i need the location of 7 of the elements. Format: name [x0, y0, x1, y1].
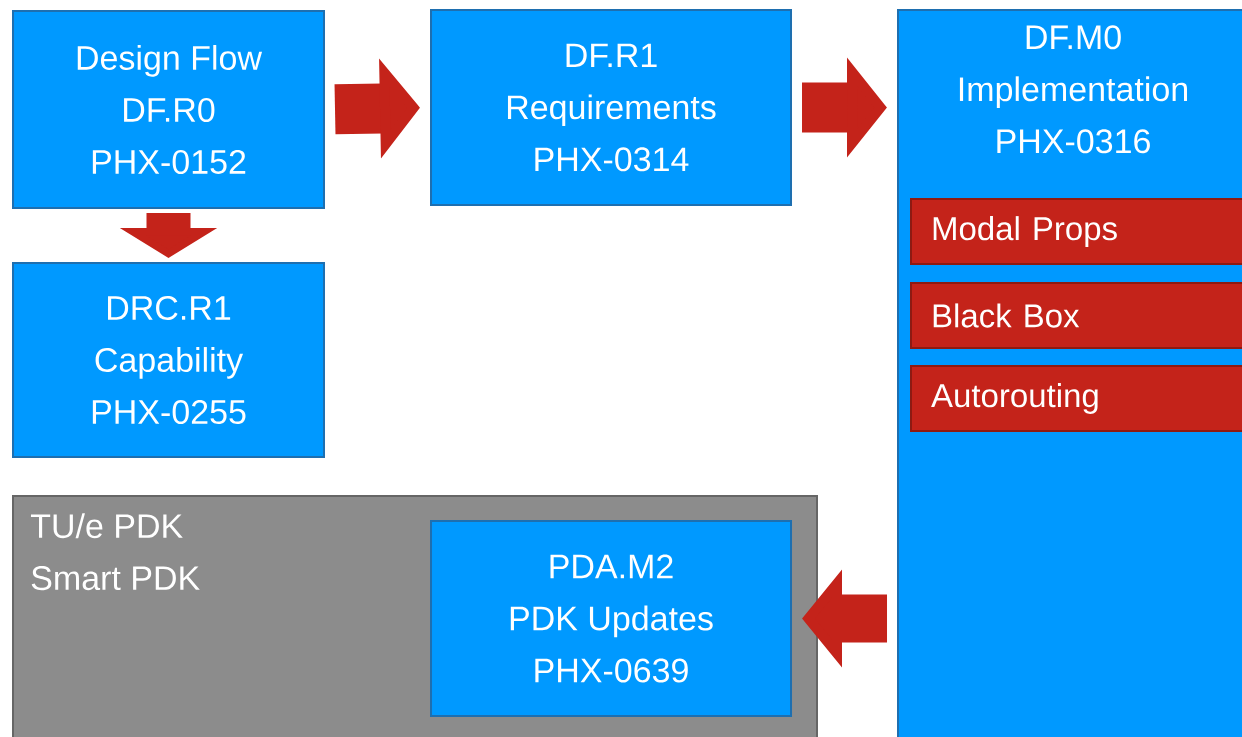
feature-bar: Black Box — [910, 282, 1242, 349]
process-box: DRC.R1 Capability PHX-0255 — [12, 262, 325, 458]
feature-bar: Modal Props — [910, 198, 1242, 265]
feature-bar: Autorouting — [910, 365, 1242, 432]
process-box: Design Flow DF.R0 PHX-0152 — [12, 10, 325, 209]
process-box: DF.R1 Requirements PHX-0314 — [430, 9, 792, 206]
process-box: PDA.M2 PDK Updates PHX-0639 — [430, 520, 792, 717]
